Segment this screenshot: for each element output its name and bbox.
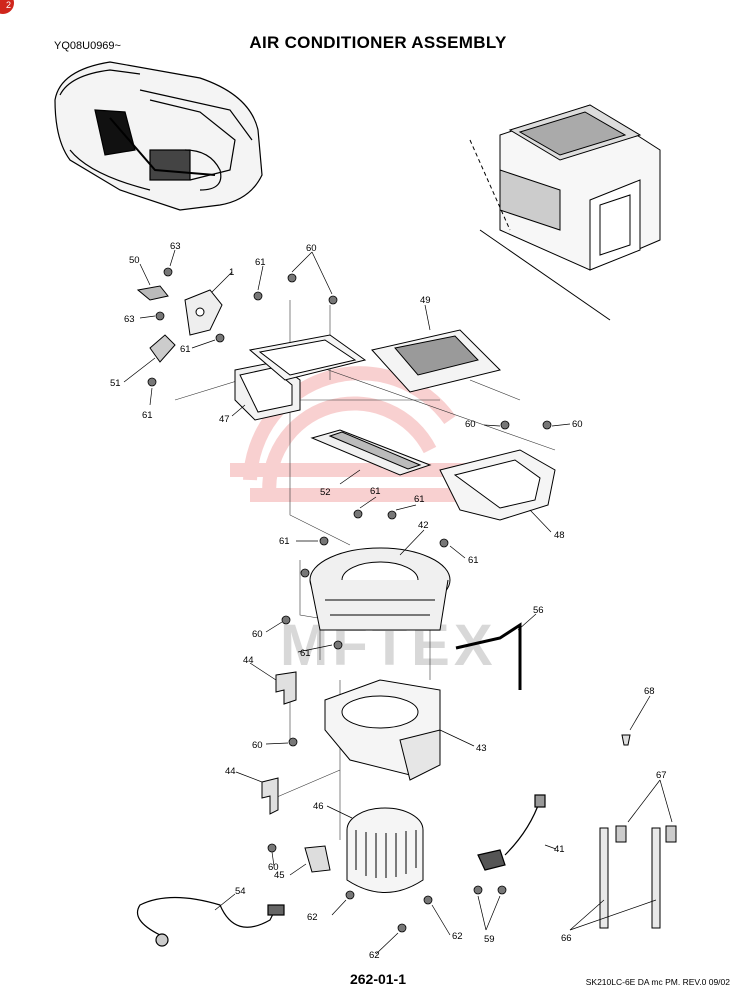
callout-62-right: 62 xyxy=(452,931,463,942)
model-code: YQ08U0969~ xyxy=(54,40,121,52)
callout-56: 56 xyxy=(533,605,544,616)
bracket-part-1 xyxy=(184,289,223,336)
watermark-logo xyxy=(230,366,480,502)
filter-cover-part-49 xyxy=(371,329,501,393)
harness-part-41 xyxy=(477,794,546,871)
callout-61-center: 61 xyxy=(370,486,381,497)
clip-part-68 xyxy=(621,734,631,746)
screws xyxy=(147,267,552,933)
document-reference: SK210LC-6E DA mc PM. REV.0 09/02 xyxy=(585,977,730,987)
callout-63-left: 63 xyxy=(124,314,135,325)
lower-case-part-43 xyxy=(324,679,441,781)
resistor-part-45 xyxy=(304,845,331,873)
part-callouts: 1 50 63 60 61 63 61 51 61 47 49 60 60 52… xyxy=(110,241,667,961)
callout-60-bottom: 60 xyxy=(268,862,279,873)
callout-52: 52 xyxy=(320,487,331,498)
callout-41: 41 xyxy=(554,844,565,855)
callout-60-fan: 60 xyxy=(252,629,263,640)
callout-43: 43 xyxy=(476,743,487,754)
caps-part-67 xyxy=(615,825,677,843)
blower-motor-part-46 xyxy=(346,807,424,893)
seal-part-56 xyxy=(455,622,522,690)
callout-61-top: 61 xyxy=(255,257,266,268)
callout-60-case: 60 xyxy=(252,740,263,751)
callout-42: 42 xyxy=(418,520,429,531)
bracket-part-44 xyxy=(261,671,297,815)
callout-48: 48 xyxy=(554,530,565,541)
callout-47: 47 xyxy=(219,414,230,425)
housing-part-48 xyxy=(439,449,556,521)
page-title: AIR CONDITIONER ASSEMBLY xyxy=(249,33,507,52)
callout-60-mid-right: 60 xyxy=(572,419,583,430)
assembly-overview-inset xyxy=(469,104,661,321)
callout-61-bottom-left: 61 xyxy=(142,410,153,421)
callout-63-top: 63 xyxy=(170,241,181,252)
callout-61-left: 61 xyxy=(180,344,191,355)
callout-45: 45 xyxy=(274,870,285,881)
callout-44-lower: 44 xyxy=(225,766,236,777)
upper-housing xyxy=(248,334,367,381)
air-filter-part-52 xyxy=(310,429,432,476)
callout-68: 68 xyxy=(644,686,655,697)
corner-badge: 2 xyxy=(0,0,14,14)
callout-1: 1 xyxy=(229,267,234,278)
callout-60-mid-left: 60 xyxy=(465,419,476,430)
drain-tubes-part-66 xyxy=(599,827,661,929)
callout-62-bottom: 62 xyxy=(369,950,380,961)
page-number: 262-01-1 xyxy=(349,971,407,987)
callout-61-fan-right: 61 xyxy=(468,555,479,566)
bracket-part-51 xyxy=(149,334,176,363)
callout-61-fan-left: 61 xyxy=(279,536,290,547)
clip-part-50 xyxy=(136,285,169,301)
callout-51: 51 xyxy=(110,378,121,389)
callout-44-upper: 44 xyxy=(243,655,254,666)
callout-61-fan-bottom: 61 xyxy=(300,648,311,659)
callout-67: 67 xyxy=(656,770,667,781)
callout-49: 49 xyxy=(420,295,431,306)
callout-46: 46 xyxy=(313,801,324,812)
callout-50: 50 xyxy=(129,255,140,266)
callout-59: 59 xyxy=(484,934,495,945)
callout-66: 66 xyxy=(561,933,572,944)
callout-60-top: 60 xyxy=(306,243,317,254)
callout-54: 54 xyxy=(235,886,246,897)
cab-location-inset xyxy=(54,61,263,211)
leader-lines xyxy=(123,249,673,955)
callout-61-center-right: 61 xyxy=(414,494,425,505)
sensor-part-54 xyxy=(136,896,285,947)
callout-62-left: 62 xyxy=(307,912,318,923)
fan-housing-part-42 xyxy=(309,547,451,631)
